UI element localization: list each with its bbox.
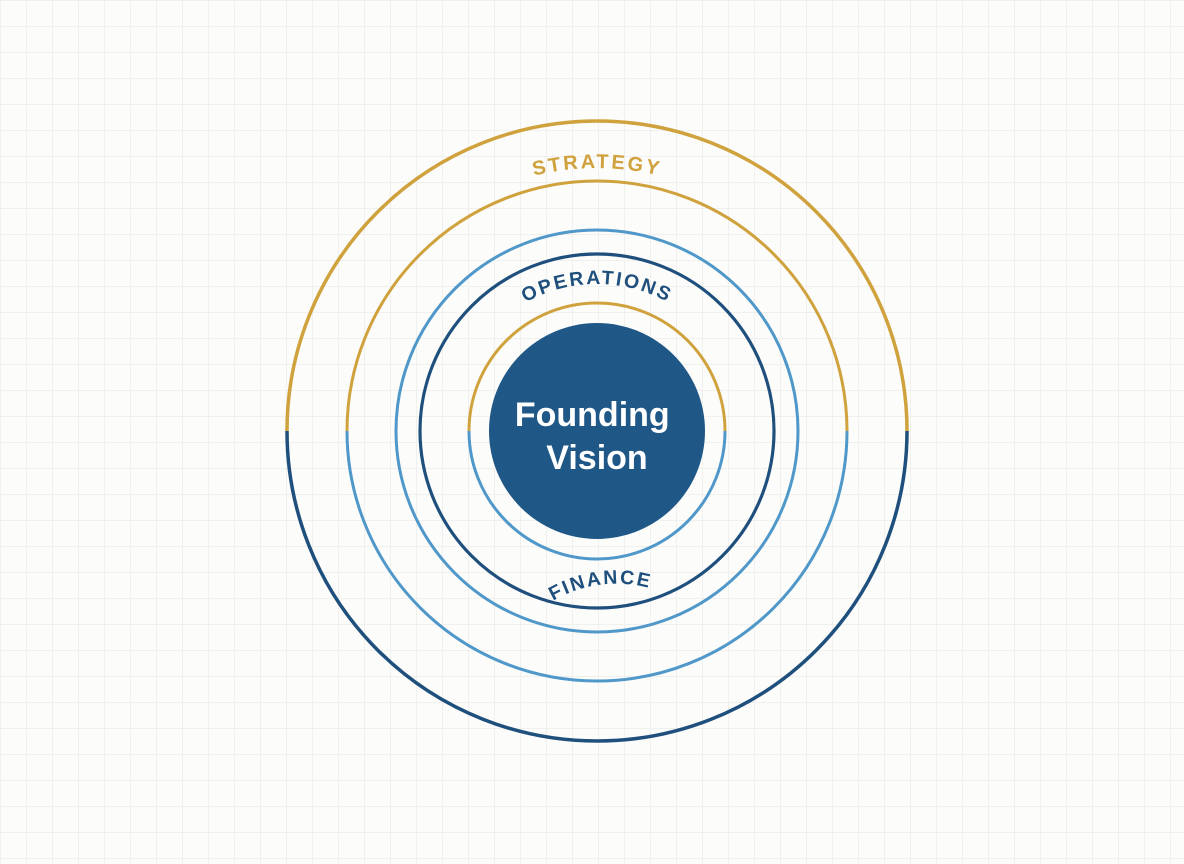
inner-ring-top-arc xyxy=(467,301,727,432)
operations-label-text: OPERATIONS xyxy=(518,267,674,307)
second-ring-top-arc xyxy=(418,252,776,432)
fourth-ring-top-arc xyxy=(345,179,849,432)
third-ring-top-arc xyxy=(394,228,800,432)
center-label-line2: Vision xyxy=(546,439,647,477)
center-label: Founding Vision xyxy=(515,396,679,477)
finance-label-text: FINANCE xyxy=(545,566,652,605)
strategy-label: STRATEGY xyxy=(530,151,663,181)
center-circle xyxy=(489,323,705,539)
outer-ring-bottom-arc xyxy=(285,430,909,743)
strategy-label-text: STRATEGY xyxy=(530,151,661,181)
finance-label: FINANCE xyxy=(545,566,654,605)
outer-ring-top-arc xyxy=(285,119,909,432)
center-label-line1: Founding xyxy=(515,396,670,434)
rings-layer xyxy=(285,119,909,743)
inner-ring-bottom-arc xyxy=(467,430,727,561)
operations-label: OPERATIONS xyxy=(518,267,676,307)
second-ring-bottom-arc xyxy=(418,430,776,610)
fourth-ring-bottom-arc xyxy=(345,430,849,683)
third-ring-bottom-arc xyxy=(394,430,800,634)
